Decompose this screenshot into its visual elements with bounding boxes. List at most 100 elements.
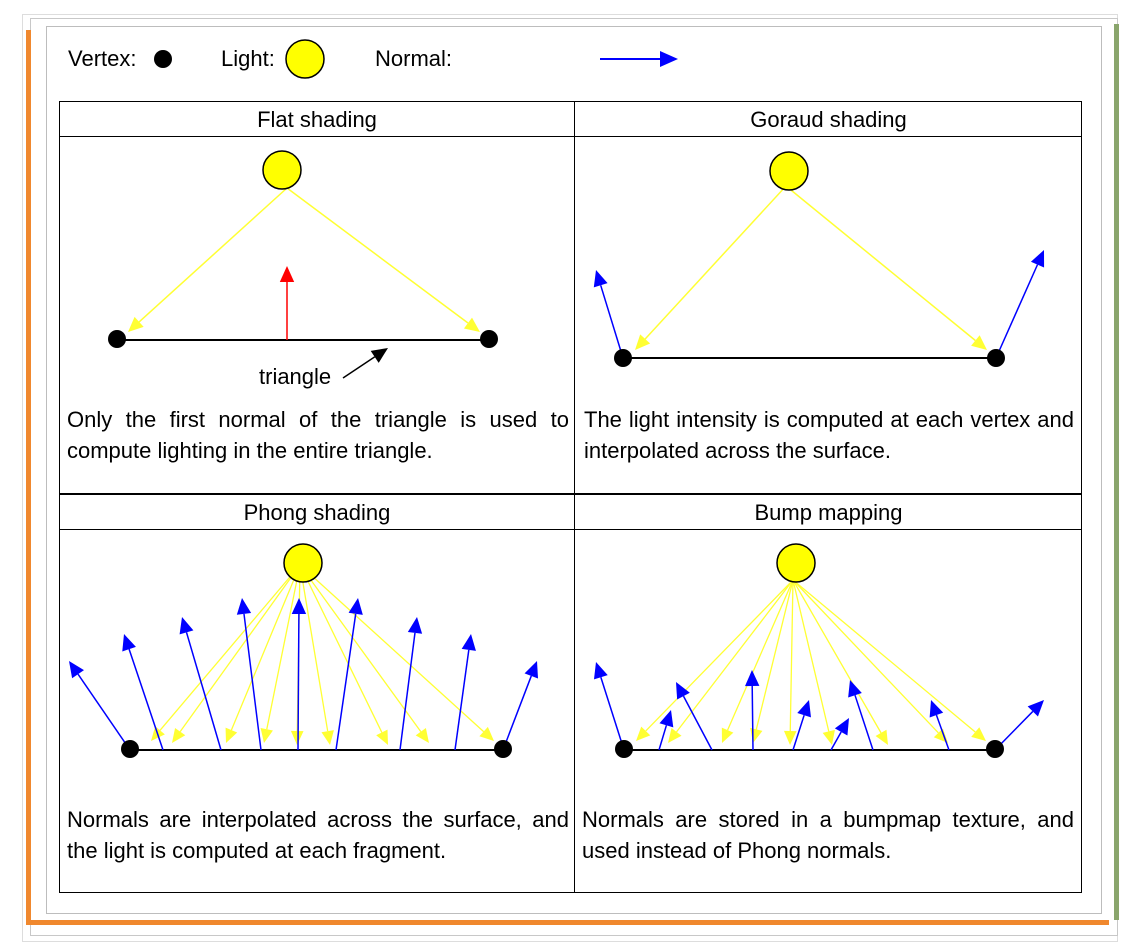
phong-light-ray-head xyxy=(415,727,429,743)
legend-light-label: Light: xyxy=(221,46,275,71)
panel-goraud-shading: Goraud shading The light intensity is co… xyxy=(575,101,1082,494)
bump-light-ray-head xyxy=(721,727,734,743)
phong-light-ray-head xyxy=(260,728,273,743)
goraud-light-source xyxy=(769,151,809,191)
phong-interpolated-normal-head xyxy=(524,661,539,679)
panel-bump-mapping: Bump mapping Normals are stored in a bum… xyxy=(575,494,1082,893)
phong-light-ray-head xyxy=(225,727,238,743)
bump-light-ray xyxy=(792,579,882,734)
bump-texture-normal xyxy=(935,714,950,751)
shading-comparison-grid xyxy=(59,101,1082,893)
flat-light-ray-head xyxy=(128,316,144,332)
bump-light-ray-head xyxy=(822,729,835,745)
bump-light-ray-head xyxy=(875,729,888,745)
panel-title: Flat shading xyxy=(59,103,575,137)
bump-texture-normal xyxy=(792,715,805,751)
goraud-vertex xyxy=(614,349,632,367)
phong-interpolated-normal-head xyxy=(348,598,363,615)
panel-caption: Normals are stored in a bumpmap texture,… xyxy=(582,807,1074,863)
phong-interpolated-normal-head xyxy=(69,661,84,679)
page-accent-orange xyxy=(26,30,1109,925)
bump-light-ray xyxy=(792,579,830,732)
panel-flat-shading: Flat shading Only the first normal of th… xyxy=(59,101,575,494)
bump-texture-normal-head xyxy=(745,670,760,687)
goraud-light-ray xyxy=(785,185,976,342)
phong-interpolated-normal-head xyxy=(461,634,476,651)
phong-interpolated-normal xyxy=(77,673,131,751)
grid-divider-vertical xyxy=(574,101,575,893)
phong-light-ray xyxy=(299,564,329,732)
phong-light-ray-head xyxy=(376,729,388,745)
legend-light-circle xyxy=(285,39,325,79)
phong-interpolated-normal xyxy=(502,675,532,751)
phong-light-ray xyxy=(299,564,422,733)
grid-divider-horizontal xyxy=(59,493,1082,495)
bump-texture-normal xyxy=(854,694,874,751)
phong-light-ray xyxy=(299,564,485,733)
bump-light-ray-head xyxy=(971,727,986,741)
bump-light-ray xyxy=(792,579,976,733)
bump-texture-normal-head xyxy=(593,662,608,680)
flat-vertex xyxy=(108,330,126,348)
panel-title: Phong shading xyxy=(59,496,575,530)
flat-face-normal-head xyxy=(279,266,295,282)
phong-interpolated-normal xyxy=(335,613,357,751)
phong-interpolated-normal-head xyxy=(236,598,252,615)
bump-light-source xyxy=(776,543,816,583)
goraud-vertex xyxy=(987,349,1005,367)
goraud-light-ray xyxy=(644,185,787,340)
bump-texture-normal-head xyxy=(676,682,690,700)
phong-vertex xyxy=(121,740,139,758)
phong-interpolated-normal xyxy=(128,648,164,751)
phong-light-ray xyxy=(179,564,301,733)
flat-light-ray xyxy=(138,187,288,323)
bump-light-ray-head xyxy=(783,730,797,745)
phong-interpolated-normal xyxy=(454,649,470,751)
bump-light-ray xyxy=(755,579,794,730)
phong-light-ray-head xyxy=(172,727,186,743)
phong-light-ray xyxy=(266,564,301,730)
flat-vertex xyxy=(480,330,498,348)
legend-vertex-label: Vertex: xyxy=(68,46,137,71)
legend-normal-label: Normal: xyxy=(375,46,453,71)
flat-light-ray-head xyxy=(463,317,480,332)
flat-light-ray xyxy=(286,187,469,324)
legend-vertex-dot xyxy=(154,50,172,68)
goraud-light-ray-head xyxy=(971,335,987,350)
goraud-vertex-normal-head xyxy=(1030,250,1045,268)
triangle-pointer-arrow-head xyxy=(370,348,388,363)
bump-light-ray xyxy=(676,579,794,733)
bump-texture-normal xyxy=(830,731,842,751)
phong-light-ray xyxy=(159,564,301,731)
panel-title: Goraud shading xyxy=(575,103,1082,137)
bump-texture-normal-head xyxy=(848,680,862,698)
bump-light-ray xyxy=(789,579,794,732)
bump-texture-normal xyxy=(751,685,754,751)
phong-light-ray-head xyxy=(479,726,494,741)
bump-light-ray-head xyxy=(636,726,651,741)
bump-texture-normal xyxy=(600,677,625,751)
phong-interpolated-normal xyxy=(185,632,222,751)
panel-caption: Normals are interpolated across the surf… xyxy=(67,807,569,863)
phong-interpolated-normal-head xyxy=(122,634,136,652)
phong-interpolated-normal-head xyxy=(179,617,194,635)
phong-light-ray-head xyxy=(321,730,334,745)
triangle-annotation-label: triangle xyxy=(259,364,332,389)
bump-vertex xyxy=(986,740,1004,758)
goraud-light-ray-head xyxy=(635,334,651,350)
bump-light-ray xyxy=(792,579,939,734)
goraud-vertex-normal xyxy=(599,285,624,359)
phong-light-ray xyxy=(299,564,383,733)
triangle-pointer-arrow xyxy=(342,356,376,379)
bump-vertex xyxy=(615,740,633,758)
phong-light-ray xyxy=(230,564,301,731)
legend-normal-arrowhead xyxy=(660,51,678,67)
phong-light-ray-head xyxy=(290,730,304,745)
bump-texture-normal-head xyxy=(797,700,811,718)
legend: Vertex: Light: Normal: xyxy=(0,0,1131,100)
phong-vertex xyxy=(494,740,512,758)
phong-interpolated-normal xyxy=(243,613,262,751)
goraud-vertex-normal-head xyxy=(593,270,608,288)
panel-caption: The light intensity is computed at each … xyxy=(584,407,1074,463)
